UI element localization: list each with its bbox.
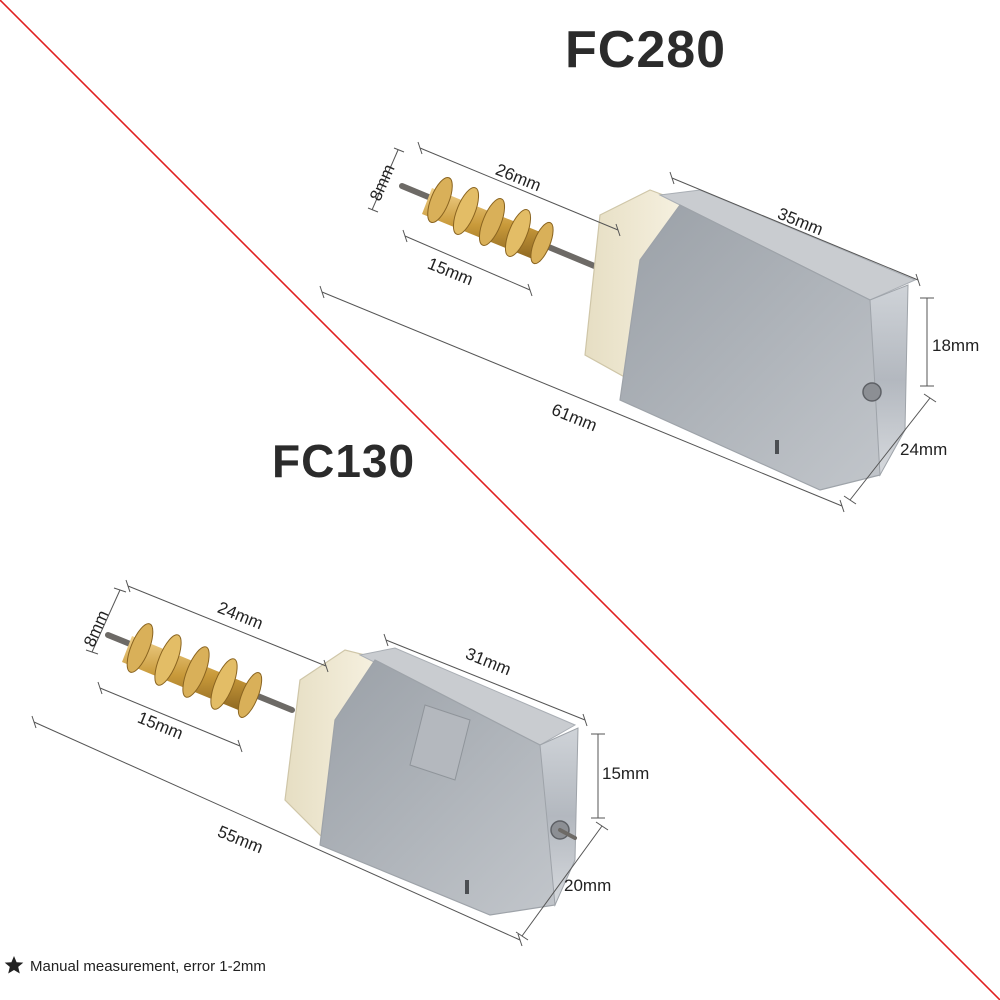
- star-icon: [4, 956, 24, 974]
- fc130-dimension-lines: [31, 579, 609, 947]
- fc280-body-height-label: 18mm: [932, 336, 980, 355]
- fc280-worm-gear: [422, 176, 554, 265]
- fc130-motor: [105, 623, 579, 916]
- fc280-can-body: [619, 204, 901, 491]
- fc130-title: FC130: [272, 435, 416, 487]
- fc280-dimension-lines: [319, 141, 937, 513]
- fc280-body-width-label: 24mm: [900, 440, 948, 459]
- footnote-text: Manual measurement, error 1-2mm: [30, 958, 266, 975]
- fc130-can-body: [319, 659, 571, 916]
- fc280-bearing: [862, 382, 882, 402]
- fc280-title: FC280: [565, 21, 727, 79]
- fc280-motor: [399, 176, 917, 491]
- fc130-worm-gear: [122, 623, 263, 718]
- fc130-body-width-label: 20mm: [564, 876, 612, 895]
- measurement-footnote: Manual measurement, error 1-2mm: [4, 955, 266, 975]
- fc130-body-height-label: 15mm: [602, 764, 650, 783]
